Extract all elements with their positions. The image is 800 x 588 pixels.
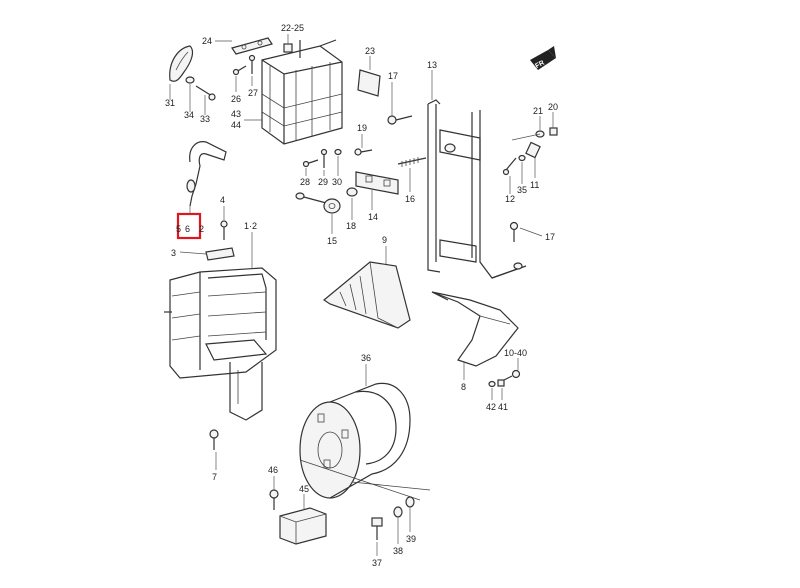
nut-22-25[interactable]: [283, 43, 293, 53]
callout-13: 13: [427, 60, 437, 70]
callout-11: 11: [530, 180, 539, 190]
callout-20: 20: [548, 102, 558, 112]
bolt-12[interactable]: [502, 157, 517, 176]
callout-17-upper: 17: [388, 71, 398, 81]
nut-39[interactable]: [405, 496, 415, 508]
cage-frame-43-44[interactable]: [261, 39, 343, 145]
carrier-frame-1-2[interactable]: [164, 267, 277, 421]
callout-14: 14: [368, 212, 378, 222]
callout-42: 42: [486, 402, 496, 412]
callout-35: 35: [517, 185, 527, 195]
callout-39: 39: [406, 534, 416, 544]
callout-26: 26: [231, 94, 241, 104]
callout-24: 24: [202, 36, 212, 46]
bracket-plate-24[interactable]: [231, 37, 273, 55]
washer-35[interactable]: [518, 154, 526, 162]
callout-23: 23: [365, 46, 375, 56]
highlight-box[interactable]: [176, 212, 202, 240]
cover-8[interactable]: [431, 291, 519, 367]
callout-15: 15: [327, 236, 337, 246]
frame-13[interactable]: [427, 99, 527, 279]
link-15[interactable]: [295, 192, 341, 214]
callout-6: 6: [185, 224, 190, 234]
callout-33: 33: [200, 114, 210, 124]
callout-29: 29: [318, 177, 328, 187]
wedge-9[interactable]: [322, 261, 411, 329]
stud-16[interactable]: [397, 157, 427, 167]
callout-4: 4: [220, 195, 225, 205]
callout-12: 12: [505, 194, 515, 204]
callout-30: 30: [332, 177, 342, 187]
callout-1-2: 1·2: [244, 221, 257, 231]
plate-14[interactable]: [355, 171, 399, 195]
compass-label: FR: [534, 60, 546, 71]
bolt-46[interactable]: [269, 489, 279, 510]
screw-27[interactable]: [248, 54, 256, 75]
callout-5: 5: [176, 224, 181, 234]
callout-46: 46: [268, 465, 278, 475]
screw-26[interactable]: [232, 65, 247, 76]
nut-41[interactable]: [497, 379, 505, 387]
block-45[interactable]: [279, 507, 327, 545]
front-direction-icon: FR: [530, 46, 556, 70]
callout-19: 19: [357, 123, 367, 133]
callout-34: 34: [184, 110, 194, 120]
bolt-33[interactable]: [195, 85, 216, 101]
bolt-7[interactable]: [209, 429, 219, 450]
callout-18: 18: [346, 221, 356, 231]
callout-37: 37: [372, 558, 382, 568]
callout-21: 21: [533, 106, 543, 116]
callout-7: 7: [212, 472, 217, 482]
callout-36: 36: [361, 353, 371, 363]
bolt-28[interactable]: [302, 159, 319, 168]
callout-2: 2: [199, 224, 204, 234]
washer-38[interactable]: [393, 506, 403, 518]
bolt-29[interactable]: [320, 148, 328, 169]
callout-31: 31: [165, 98, 175, 108]
pad-23[interactable]: [357, 69, 381, 97]
callout-44: 44: [231, 120, 241, 130]
callout-8: 8: [461, 382, 466, 392]
washer-18[interactable]: [346, 187, 358, 197]
callout-43: 43: [231, 109, 241, 119]
reel-36[interactable]: [299, 382, 431, 501]
clip-part-31[interactable]: [169, 45, 194, 82]
bolt-17-upper[interactable]: [387, 115, 413, 125]
callout-45: 45: [299, 484, 309, 494]
bolt-17-lower[interactable]: [509, 221, 519, 243]
callout-41: 41: [498, 402, 508, 412]
washer-30[interactable]: [334, 148, 342, 156]
callout-16: 16: [405, 194, 415, 204]
spacer-11[interactable]: [525, 141, 541, 159]
nut-20[interactable]: [549, 127, 558, 136]
callout-9: 9: [382, 235, 387, 245]
strap-part[interactable]: [186, 141, 227, 207]
callout-28: 28: [300, 177, 310, 187]
bolt-4[interactable]: [220, 220, 228, 240]
callout-10-40: 10-40: [504, 348, 527, 358]
bolt-19[interactable]: [354, 148, 373, 156]
washer-42[interactable]: [488, 380, 496, 388]
callout-38: 38: [393, 546, 403, 556]
washer-34[interactable]: [185, 76, 195, 84]
callout-22-25: 22-25: [281, 23, 304, 33]
callout-17-lower: 17: [545, 232, 555, 242]
bracket-3[interactable]: [205, 247, 235, 261]
callout-3: 3: [171, 248, 176, 258]
callout-27: 27: [248, 88, 258, 98]
bolt-37[interactable]: [371, 517, 383, 540]
